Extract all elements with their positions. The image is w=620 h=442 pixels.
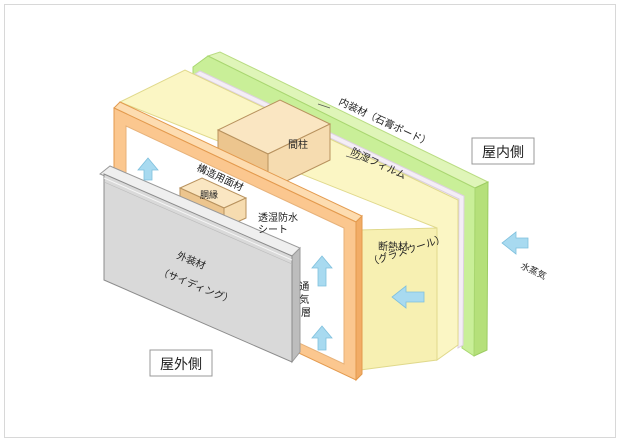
left-arrow-icon	[501, 231, 529, 255]
left-arrow-icon	[391, 285, 425, 309]
air-layer-char-3: 層	[301, 307, 311, 319]
up-arrow-icon	[311, 325, 333, 351]
leader-lines	[317, 103, 361, 161]
up-arrow-icon	[137, 157, 159, 181]
furring-label: 胴縁	[200, 189, 218, 201]
breathable-sheet-label-1: 透湿防水	[258, 211, 298, 224]
indoor-side-box	[471, 137, 535, 165]
breathable-sheet-label-2: シート	[258, 225, 288, 236]
insulation-label-1: 断熱材	[378, 240, 408, 253]
air-layer-char-1: 通	[299, 281, 309, 293]
stud-label: 間柱	[288, 138, 308, 151]
outdoor-side-box	[149, 349, 213, 377]
air-layer-char-2: 気	[299, 293, 309, 306]
exterior-siding	[99, 165, 301, 364]
air-layer-label: 通 気 層	[299, 281, 312, 319]
vapor-film	[193, 70, 465, 349]
water-vapor-label: 水蒸気	[519, 260, 549, 282]
up-arrow-icon	[311, 255, 333, 287]
outdoor-side-label: 屋外側	[160, 357, 202, 373]
indoor-side-label: 屋内側	[482, 145, 524, 161]
airflow-arrows	[137, 157, 529, 351]
